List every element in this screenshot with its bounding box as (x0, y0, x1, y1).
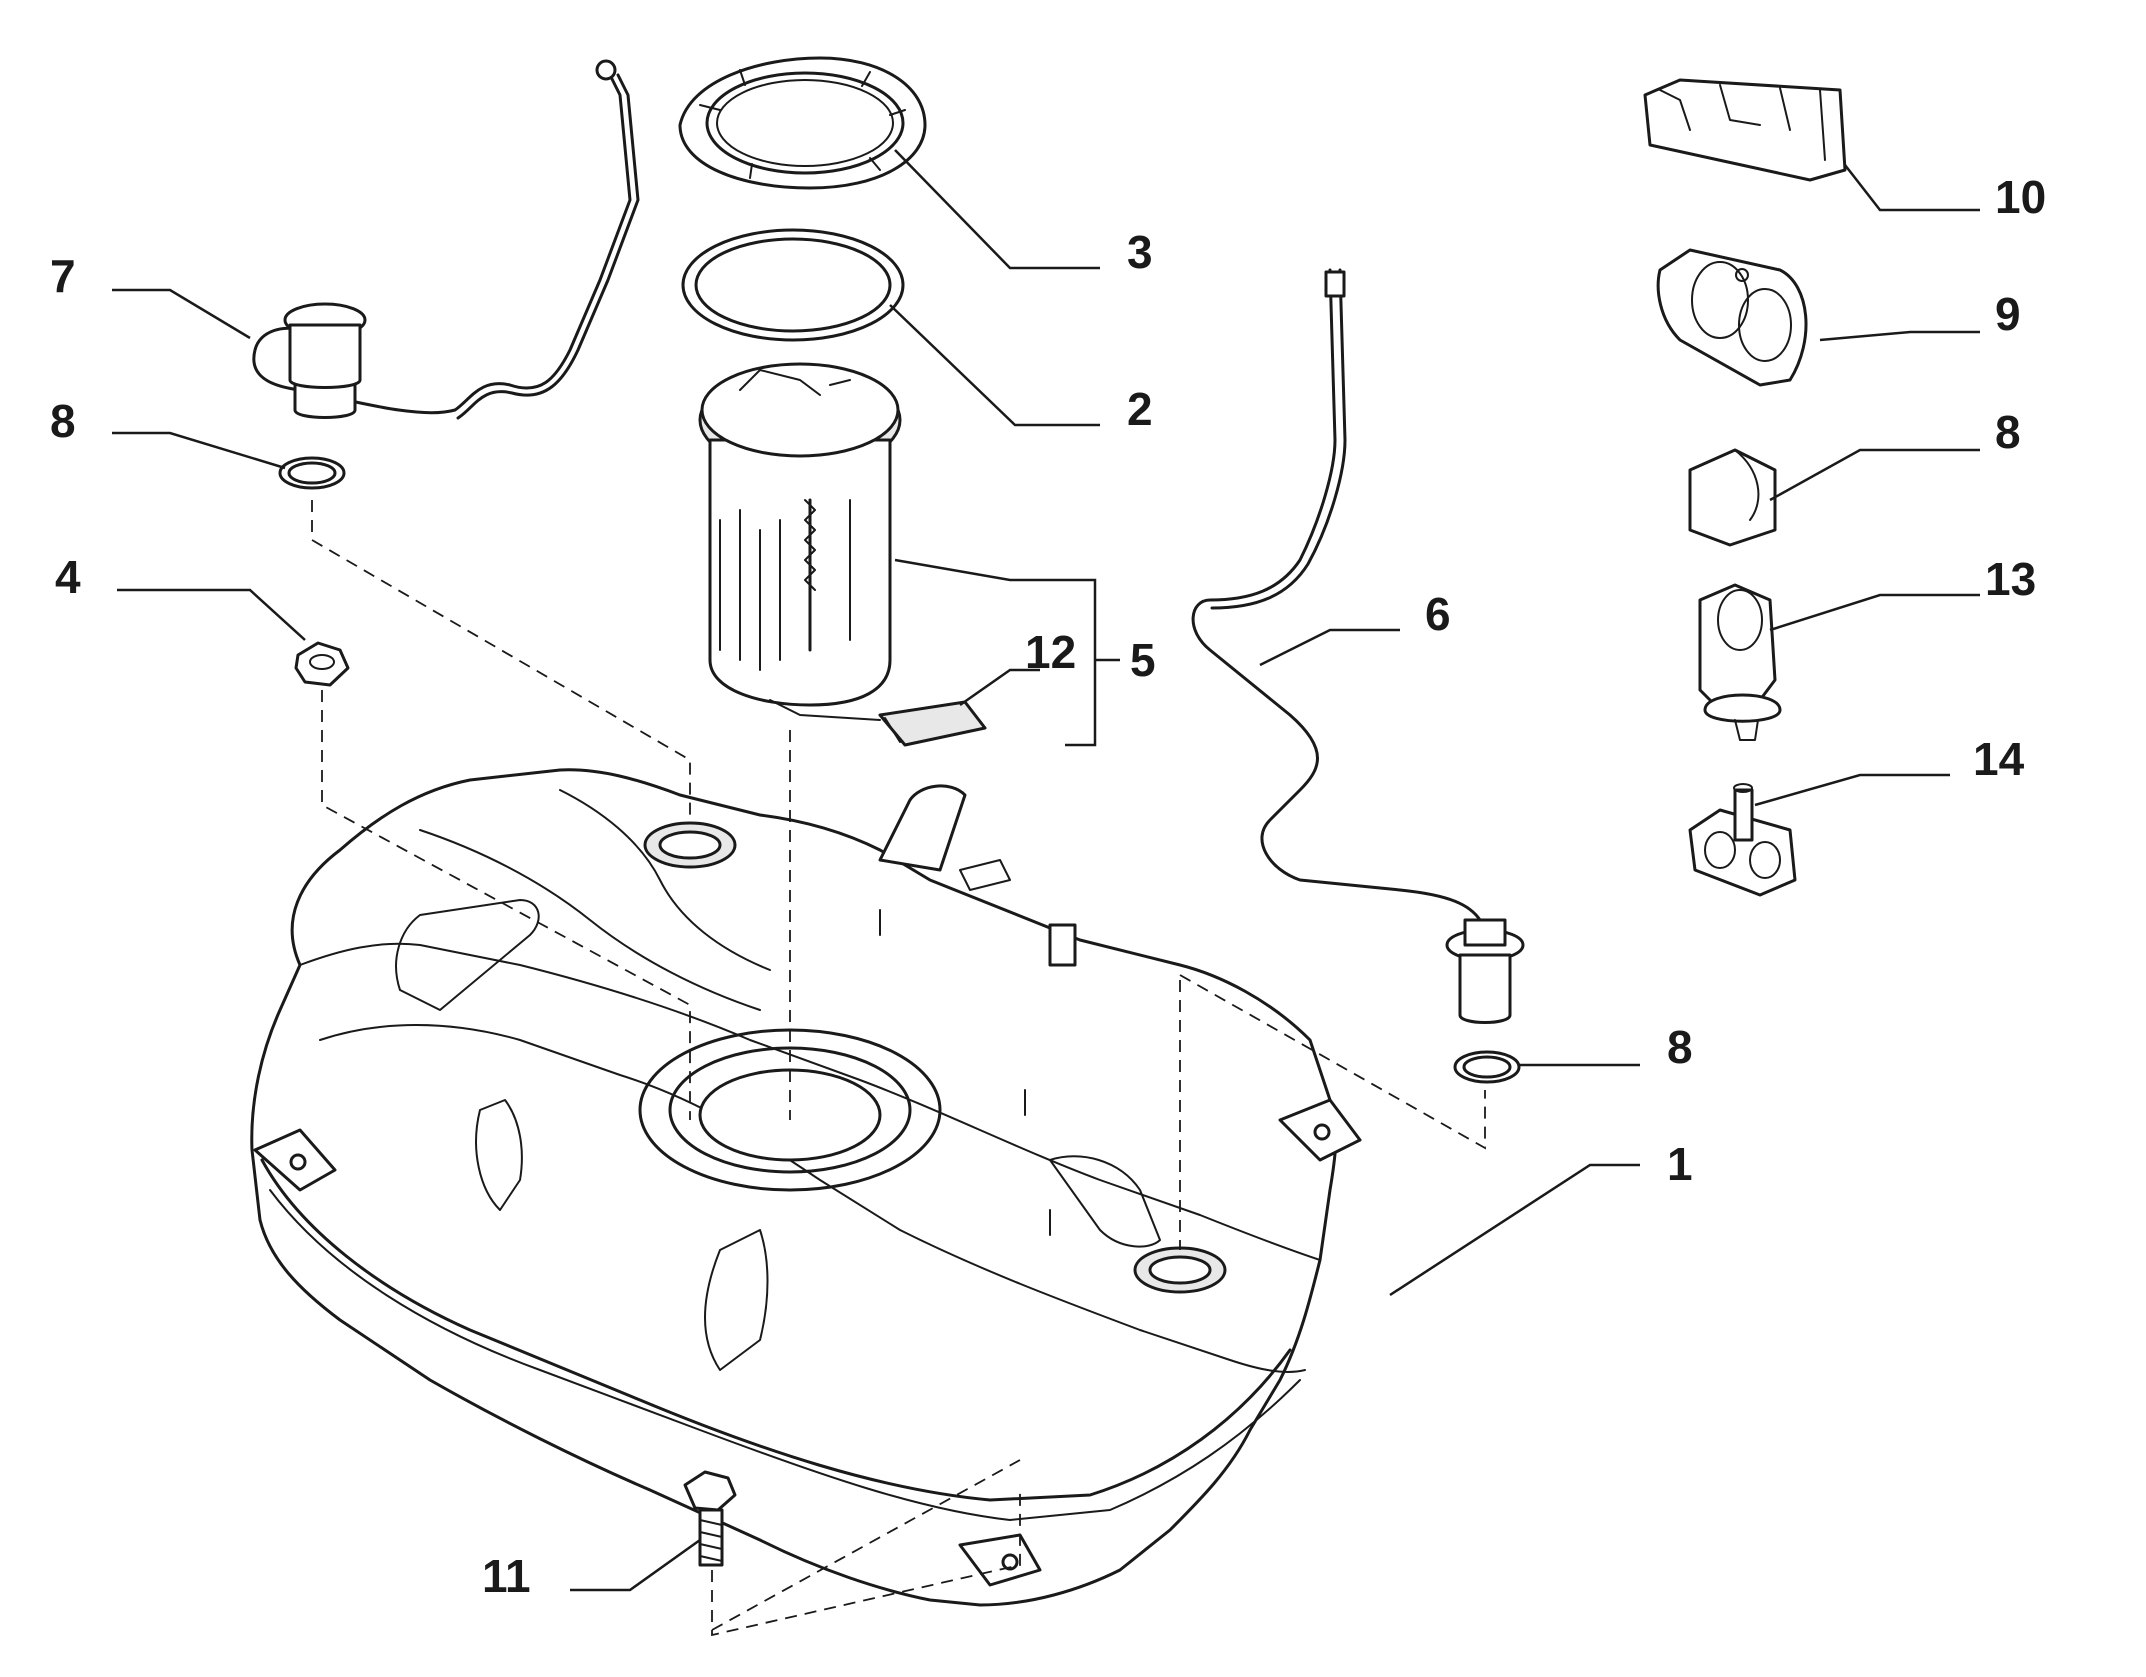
leader-lines (112, 149, 1980, 1592)
hex-nut (294, 641, 350, 687)
clip-15 (1688, 783, 1797, 897)
callout-7: 7 (50, 250, 76, 302)
callout-15: 14 (1973, 733, 2025, 785)
callout-10: 9 (1995, 288, 2021, 340)
clip-9 (1688, 448, 1777, 547)
callout-6: 6 (1425, 588, 1451, 640)
clip-11 (1643, 78, 1847, 182)
callout-12: 11 (482, 1550, 531, 1602)
callout-8-right: 8 (1667, 1021, 1693, 1073)
callout-9: 8 (1995, 406, 2021, 458)
fuel-level-float (878, 700, 987, 747)
assembly-dashed-lines (311, 500, 1486, 1637)
callout-8-left: 8 (50, 395, 76, 447)
callout-5: 5 (1130, 634, 1156, 686)
fuel-pump-module (698, 362, 902, 721)
vent-pipe-right (1191, 268, 1525, 1024)
callout-labels: 7 8 4 3 2 5 12 6 8 1 11 10 9 8 13 14 (50, 171, 2046, 1602)
clip-14 (1698, 583, 1782, 741)
o-ring-right (1453, 1050, 1521, 1084)
o-ring-left (278, 456, 346, 490)
callout-3: 3 (1127, 226, 1153, 278)
callout-11: 10 (1995, 171, 2046, 223)
callout-1: 1 (1667, 1138, 1693, 1190)
callout-4: 4 (55, 551, 81, 603)
gasket-ring (681, 228, 905, 342)
lock-ring (678, 56, 927, 190)
callout-2: 2 (1127, 383, 1153, 435)
clip-10 (1656, 248, 1808, 387)
fuel-tank (250, 768, 1362, 1607)
vent-pipe-left (252, 59, 640, 420)
hex-bolt (683, 1470, 737, 1567)
callout-14: 13 (1985, 553, 2036, 605)
callout-13: 12 (1025, 626, 1076, 678)
